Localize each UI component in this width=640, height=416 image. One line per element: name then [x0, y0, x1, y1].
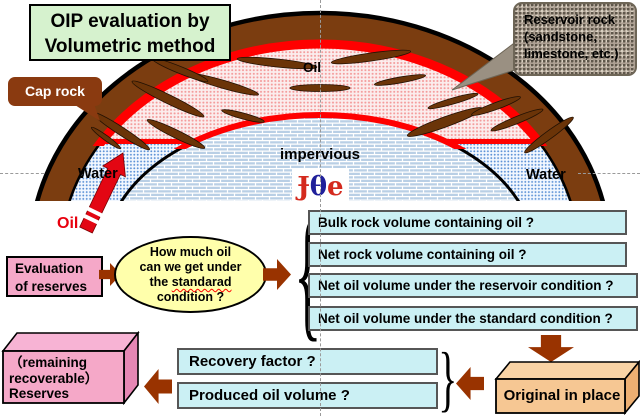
slide-title-line1: OIP evaluation by	[50, 11, 210, 32]
joe-logo-letter-j: Ɉ	[297, 172, 310, 202]
question-line1: How much oil	[149, 245, 232, 259]
reserves-label-line1: （remaining	[9, 355, 88, 370]
evaluation-box-line1: Evaluation	[15, 261, 84, 276]
recovery-factor-box: Recovery factor ?	[177, 348, 438, 375]
reservoir-callout-line3: limestone, etc.)	[524, 46, 619, 61]
step-box-net-rock-volume: Net rock volume containing oil ?	[308, 242, 627, 267]
reservoir-callout-line2: (sandstone,	[524, 29, 597, 44]
joe-logo-letter-o: θ	[309, 172, 328, 202]
oil-lenses	[90, 49, 574, 154]
right-curly-brace: }	[438, 337, 458, 416]
original-in-place-label: Original in place	[503, 387, 621, 404]
question-ellipse: How much oil can we get under the standa…	[114, 236, 267, 313]
step-box-net-oil-standard-condition: Net oil volume under the standard condit…	[308, 306, 638, 331]
reservoir-callout-line1: Reservoir rock	[524, 12, 616, 27]
reservoir-rock-callout: Reservoir rock (sandstone, limestone, et…	[513, 2, 637, 76]
question-line2: can we get under	[139, 260, 242, 274]
produced-oil-volume-box: Produced oil volume ?	[177, 382, 438, 409]
reserves-label-line2: recoverable）	[9, 370, 99, 386]
reserves-label: （remaining recoverable） Reserves	[9, 355, 127, 402]
question-line3-prefix: the	[149, 275, 172, 289]
question-misspelled-word: standarad	[171, 275, 232, 289]
oil-arrow-label: Oil	[57, 215, 79, 232]
water-right-label: Water	[526, 167, 566, 183]
oil-zone-label: Oil	[303, 60, 322, 75]
question-line3: the standarad	[116, 275, 265, 290]
slide-title: OIP evaluation by Volumetric method	[29, 4, 231, 61]
slide-title-line2: Volumetric method	[44, 36, 216, 57]
joe-logo-letter-e: e	[327, 172, 344, 202]
reservoir-callout-tail	[451, 43, 522, 91]
reserves-label-line3: Reserves	[9, 386, 70, 401]
step-box-bulk-rock-volume: Bulk rock volume containing oil ?	[308, 210, 627, 235]
question-line4: condition ?	[156, 290, 225, 304]
reserves-3d-box	[1, 331, 140, 405]
cap-rock-callout: Cap rock	[8, 77, 102, 106]
step-box-net-oil-reservoir-condition: Net oil volume under the reservoir condi…	[308, 273, 638, 298]
original-in-place-3d-box	[494, 360, 640, 415]
oil-migration-arrow	[79, 152, 126, 234]
evaluation-of-reserves-box: Evaluation of reserves	[6, 256, 103, 297]
impervious-label: impervious	[279, 146, 361, 163]
water-left-label: Water	[78, 166, 118, 182]
evaluation-box-line2: of reserves	[15, 279, 88, 294]
left-curly-brace: {	[294, 200, 322, 346]
